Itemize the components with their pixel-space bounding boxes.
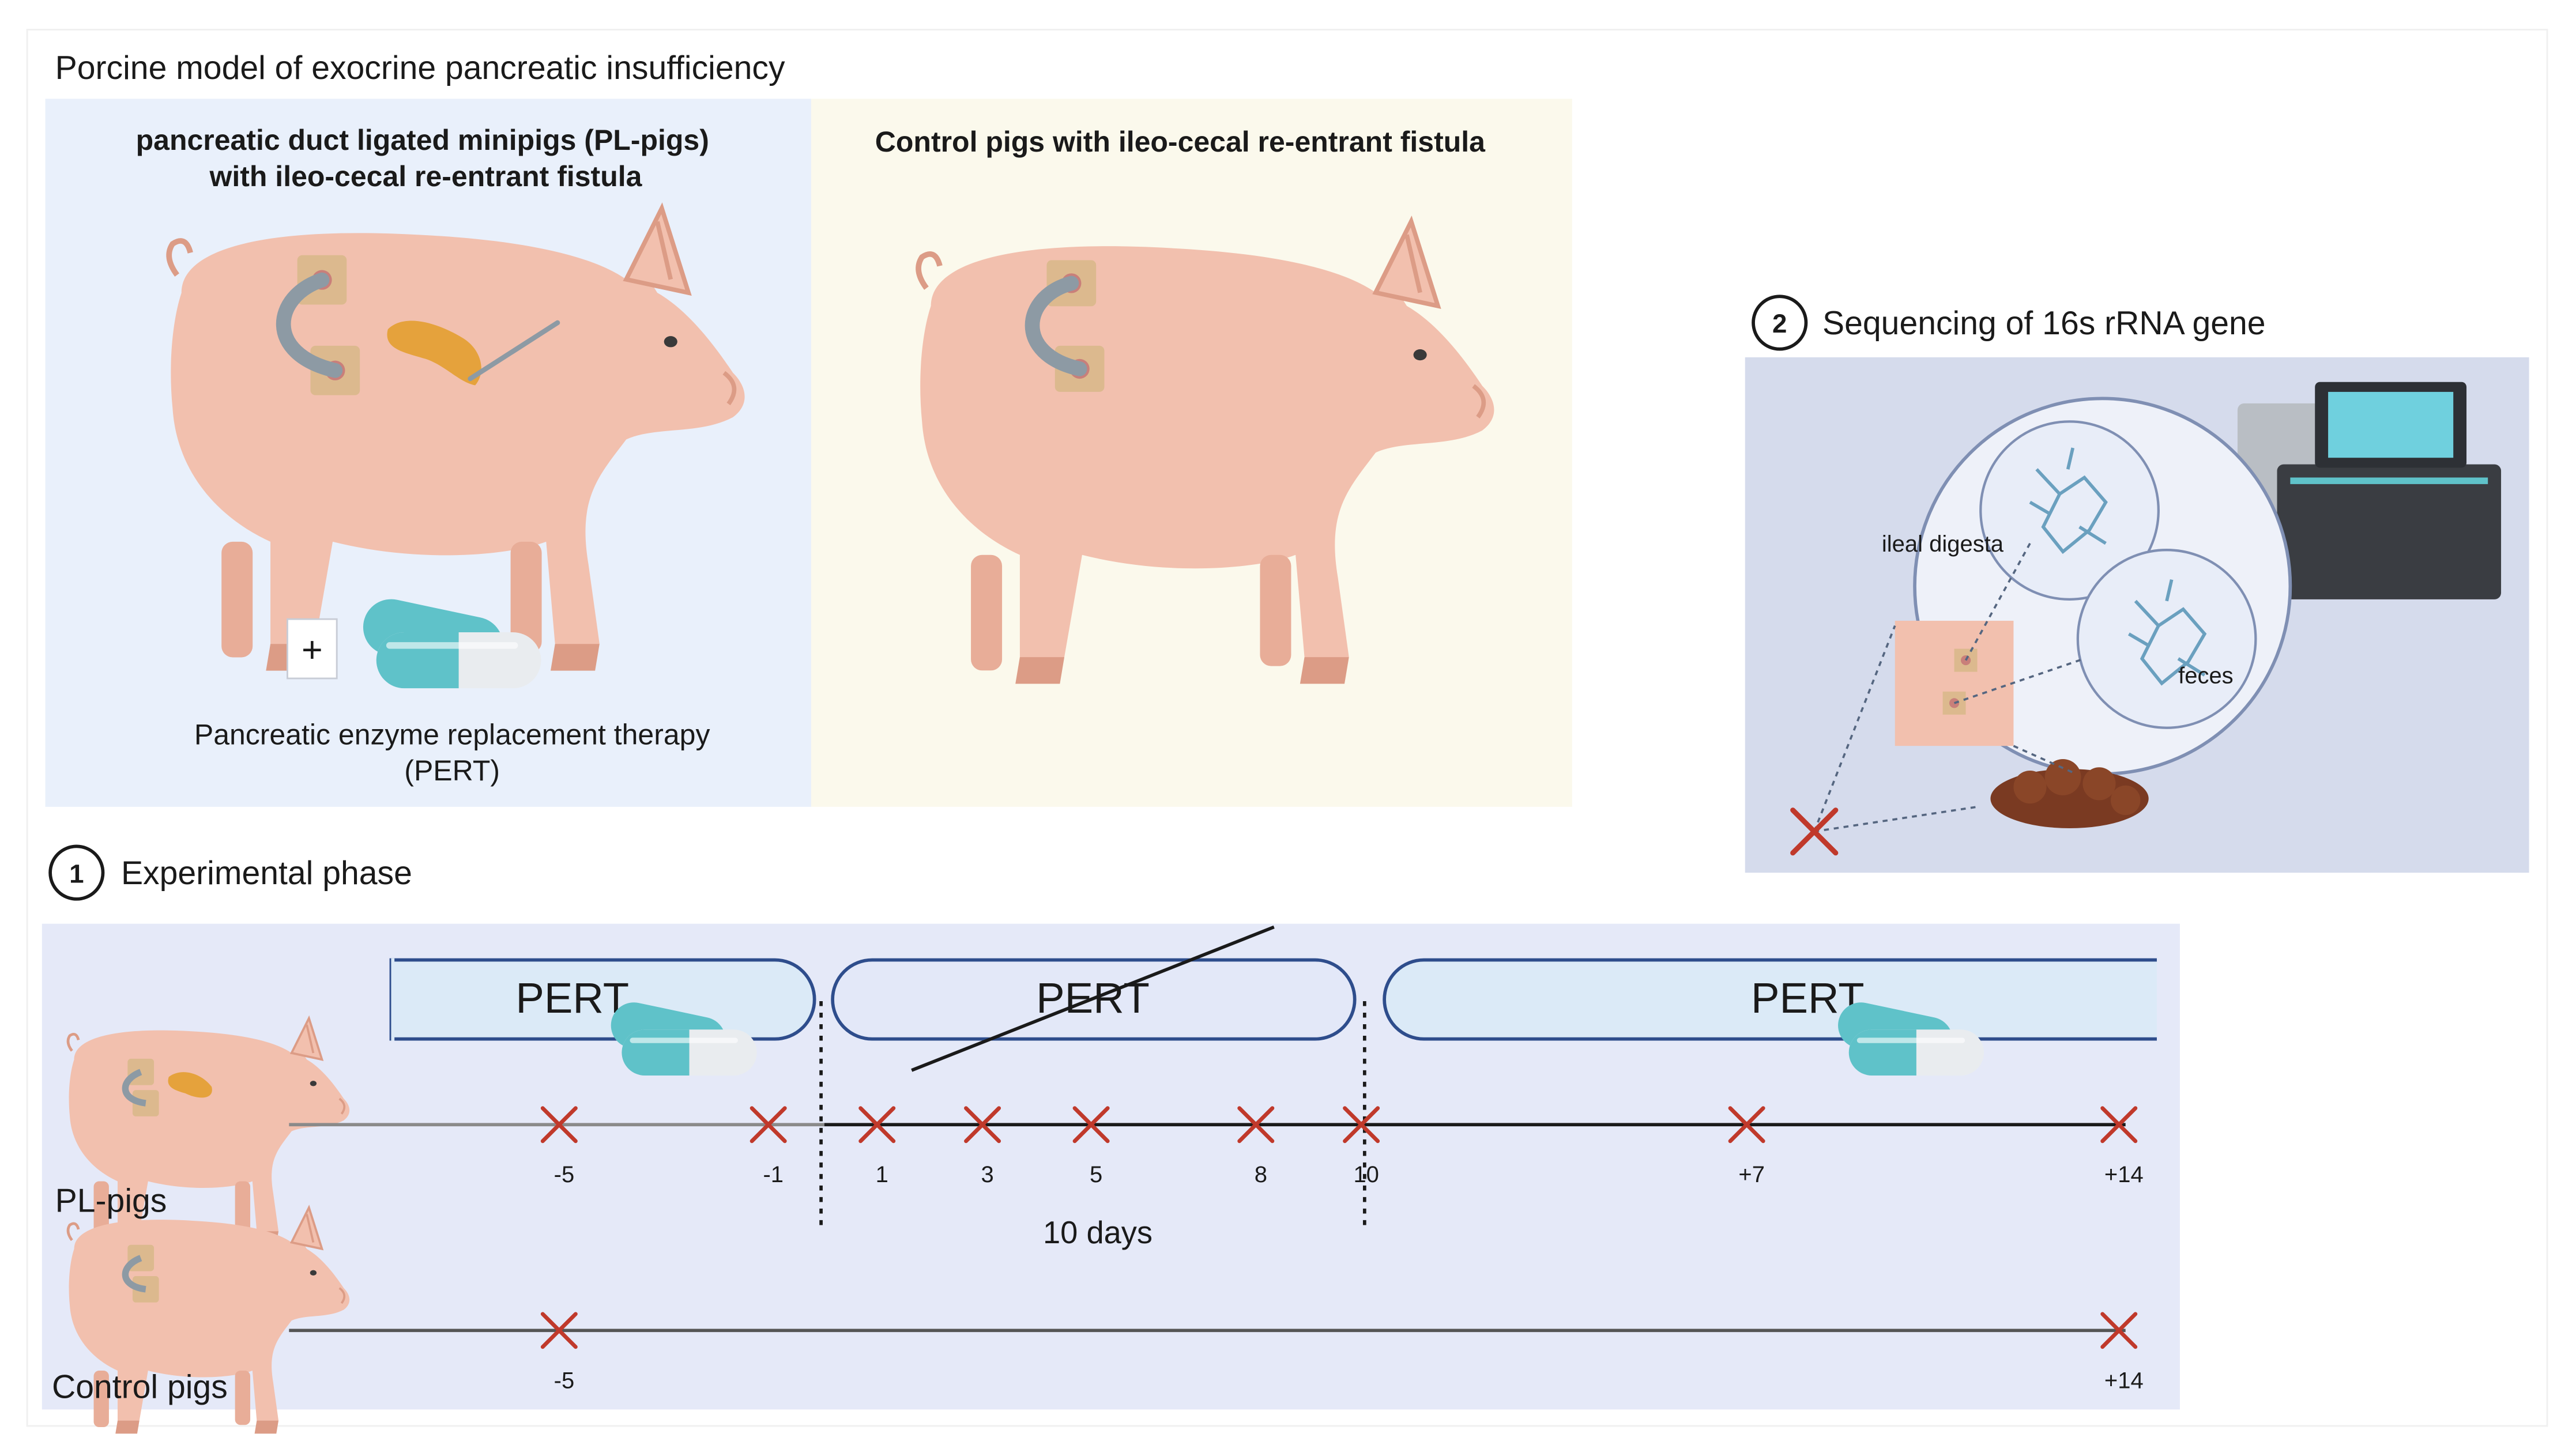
control-panel-title: Control pigs with ileo-cecal re-entrant … (875, 126, 1486, 158)
step-1-number: 1 (69, 859, 84, 888)
timepoint-label: -5 (554, 1162, 575, 1187)
pl-timepoint-marks: -5 -1 1 3 5 8 10 +7 +14 (543, 1108, 2144, 1187)
pert-strikethrough (911, 925, 1275, 1072)
sampling-lines (1813, 542, 2085, 833)
step-2-badge (1752, 295, 1808, 351)
feces-microbiome-circle (2076, 549, 2257, 729)
feces-label: feces (2178, 663, 2234, 689)
pancreas-icon (387, 320, 560, 386)
timepoint-label: 3 (981, 1162, 994, 1187)
timepoint-label: 1 (876, 1162, 888, 1187)
plus-sign: + (302, 629, 323, 670)
control-pigs-label: Control pigs (52, 1368, 228, 1405)
experimental-title: Experimental phase (121, 855, 412, 892)
timepoint-label: +14 (2104, 1162, 2144, 1187)
timepoint-label: -5 (554, 1368, 575, 1393)
feces-icon (1990, 759, 2149, 828)
timepoint-label: +14 (2104, 1368, 2144, 1393)
pert-bar-pre-open-edge (391, 958, 395, 1041)
therapy-label-2: (PERT) (404, 754, 500, 787)
pl-panel-title-1: pancreatic duct ligated minipigs (PL-pig… (136, 124, 709, 156)
microbe-network (2029, 447, 2207, 686)
ileal-microbiome-circle (1979, 420, 2160, 601)
pancreas-mini-icon (168, 1072, 212, 1098)
ileal-digesta-label: ileal digesta (1882, 531, 2004, 557)
control-timepoint-marks: -5 +14 (543, 1314, 2144, 1393)
pert-bar-post (1383, 958, 2157, 1041)
timepoint-label: +7 (1738, 1162, 1765, 1187)
step-1-badge (48, 844, 105, 901)
figure-title: Porcine model of exocrine pancreatic ins… (55, 50, 785, 86)
plus-box (287, 618, 338, 680)
sequencing-title: Sequencing of 16s rRNA gene (1822, 305, 2266, 342)
therapy-label-1: Pancreatic enzyme replacement therapy (194, 718, 710, 750)
pl-panel-title-2: with ileo-cecal re-entrant fistula (209, 160, 642, 193)
timepoint-label: 10 (1353, 1162, 1379, 1187)
pl-pigs-label: PL-pigs (55, 1183, 167, 1220)
timepoint-label: 5 (1090, 1162, 1102, 1187)
pert-label-pre: PERT (515, 974, 629, 1022)
pig-flank-detail (1895, 621, 2014, 746)
step-2-number: 2 (1772, 309, 1787, 338)
fistula-ports-pl (276, 255, 360, 395)
fistula-ports-control (1025, 260, 1105, 392)
period-label: 10 days (1043, 1215, 1153, 1250)
timepoint-label: -1 (763, 1162, 784, 1187)
timepoint-label: 8 (1255, 1162, 1267, 1187)
